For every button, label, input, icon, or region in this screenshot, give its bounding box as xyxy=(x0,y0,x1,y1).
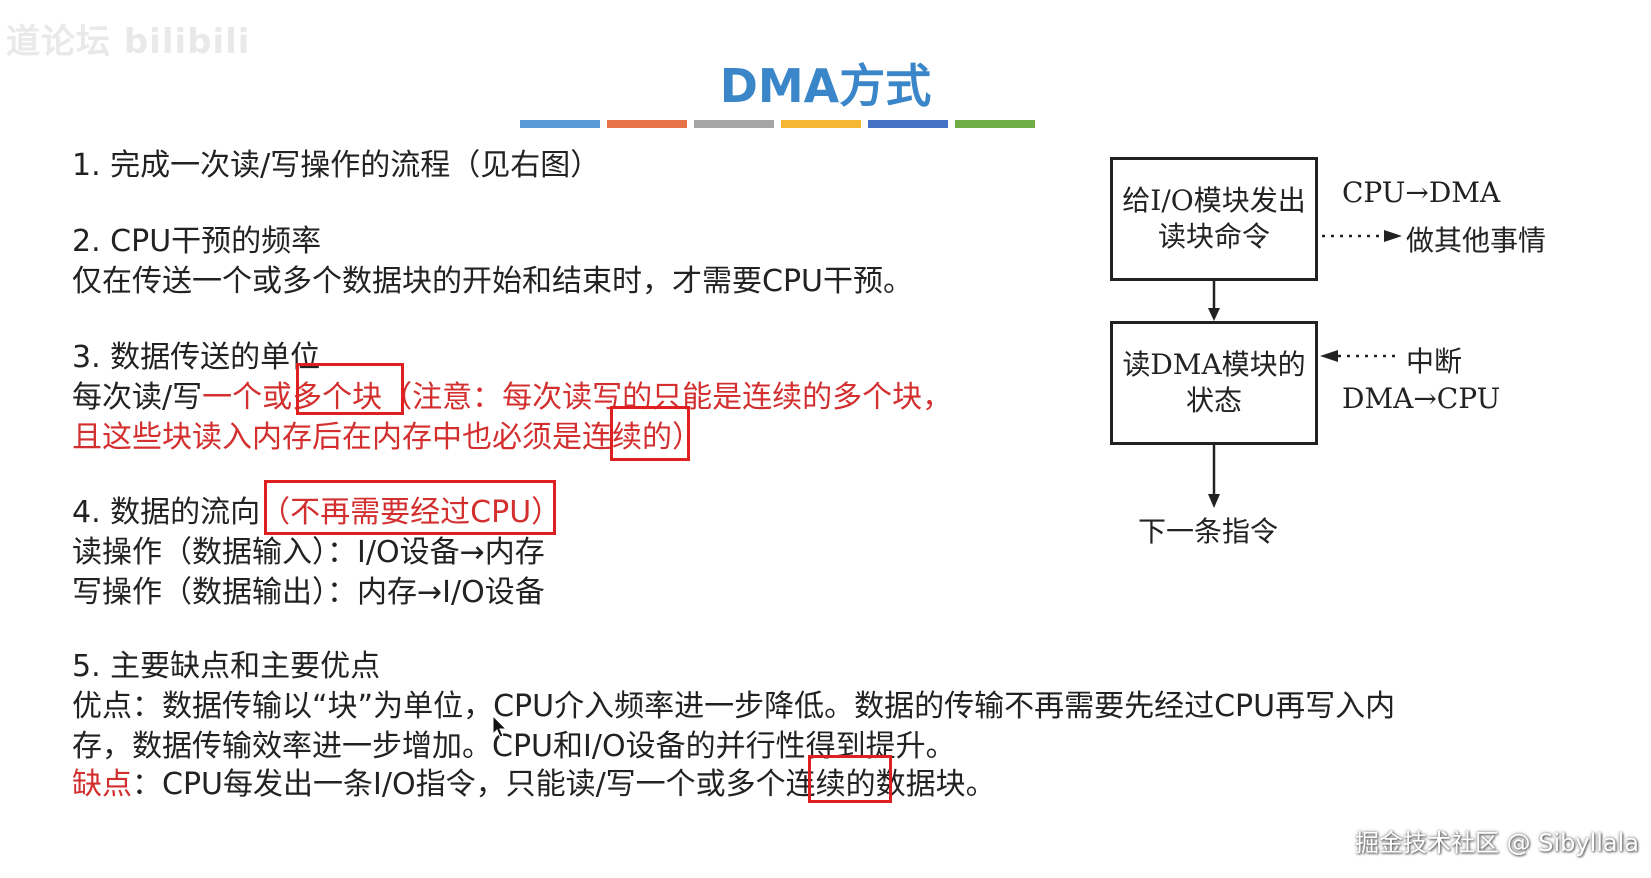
arrowhead-interrupt xyxy=(1320,350,1338,362)
label-do-other-work: 做其他事情 xyxy=(1406,224,1547,257)
flow-box-2-line-2: 状态 xyxy=(1185,384,1242,417)
point-4-heading-text: 4. 数据的流向 xyxy=(72,495,261,530)
arrowhead-box1-to-box2 xyxy=(1208,308,1220,321)
highlight-box-contiguous xyxy=(610,406,690,461)
mouse-cursor-icon xyxy=(492,715,508,738)
disadvantages-line: 缺点：CPU每发出一条I/O指令，只能读/写一个或多个连续的数据块。 xyxy=(72,765,996,805)
title-color-bar-4 xyxy=(781,120,861,128)
title-color-bar-3 xyxy=(694,120,774,128)
label-dma-to-cpu: DMA→CPU xyxy=(1342,382,1501,415)
highlight-box-contiguous-2 xyxy=(808,755,892,803)
juejin-watermark: 掘金技术社区 @ Sibyllala xyxy=(1354,829,1639,857)
point-5-heading: 5. 主要缺点和主要优点 xyxy=(72,649,381,684)
point-3-heading: 3. 数据传送的单位 xyxy=(72,340,321,375)
title-color-bar-5 xyxy=(868,120,948,128)
point-2-detail: 仅在传送一个或多个数据块的开始和结束时，才需要CPU干预。 xyxy=(72,264,913,299)
highlight-box-no-cpu xyxy=(264,480,556,535)
label-next-instruction: 下一条指令 xyxy=(1138,515,1279,548)
highlight-box-multiple-blocks xyxy=(296,363,404,415)
point-2-heading: 2. CPU干预的频率 xyxy=(72,224,322,259)
label-cpu-to-dma: CPU→DMA xyxy=(1342,176,1501,209)
label-interrupt: 中断 xyxy=(1406,345,1463,378)
point-3-detail-red: 一个或多个块（注意：每次读写的只能是连续的多个块， xyxy=(202,380,953,415)
arrowhead-box2-to-next xyxy=(1208,494,1220,508)
slide-title: DMA方式 xyxy=(719,59,932,113)
point-4-heading-red: （不再需要经过CPU） xyxy=(260,495,562,530)
point-4-heading: 4. 数据的流向（不再需要经过CPU） xyxy=(72,493,561,533)
title-color-bar-2 xyxy=(607,120,687,128)
disadvantages-label: 缺点 xyxy=(72,767,132,802)
read-operation-flow: 读操作（数据输入）：I/O设备→内存 xyxy=(72,535,545,570)
point-3-detail-prefix: 每次读/写 xyxy=(72,380,203,415)
point-1-heading: 1. 完成一次读/写操作的流程（见右图） xyxy=(72,148,601,183)
point-3-note: 且这些块读入内存后在内存中也必须是连续的） xyxy=(72,420,702,455)
flow-box-1-line-2: 读块命令 xyxy=(1157,220,1270,253)
point-3-detail: 每次读/写一个或多个块（注意：每次读写的只能是连续的多个块， xyxy=(72,378,952,418)
advantages-line-1: 优点：数据传输以“块”为单位，CPU介入频率进一步降低。数据的传输不再需要先经过… xyxy=(72,689,1396,724)
bilibili-watermark: 道论坛 bilibili xyxy=(6,22,251,62)
title-color-bar-1 xyxy=(520,120,600,128)
flow-box-2-line-1: 读DMA模块的 xyxy=(1122,348,1306,381)
arrowhead-to-other-work xyxy=(1384,230,1402,242)
flow-box-read-dma-status: 读DMA模块的 状态 xyxy=(1110,321,1318,445)
title-color-bar-6 xyxy=(955,120,1035,128)
flow-box-issue-read-command: 给I/O模块发出 读块命令 xyxy=(1110,157,1318,281)
disadvantages-text: ：CPU每发出一条I/O指令，只能读/写一个或多个连续的数据块。 xyxy=(132,767,996,802)
write-operation-flow: 写操作（数据输出）：内存→I/O设备 xyxy=(72,575,545,610)
flow-box-1-line-1: 给I/O模块发出 xyxy=(1122,184,1306,217)
